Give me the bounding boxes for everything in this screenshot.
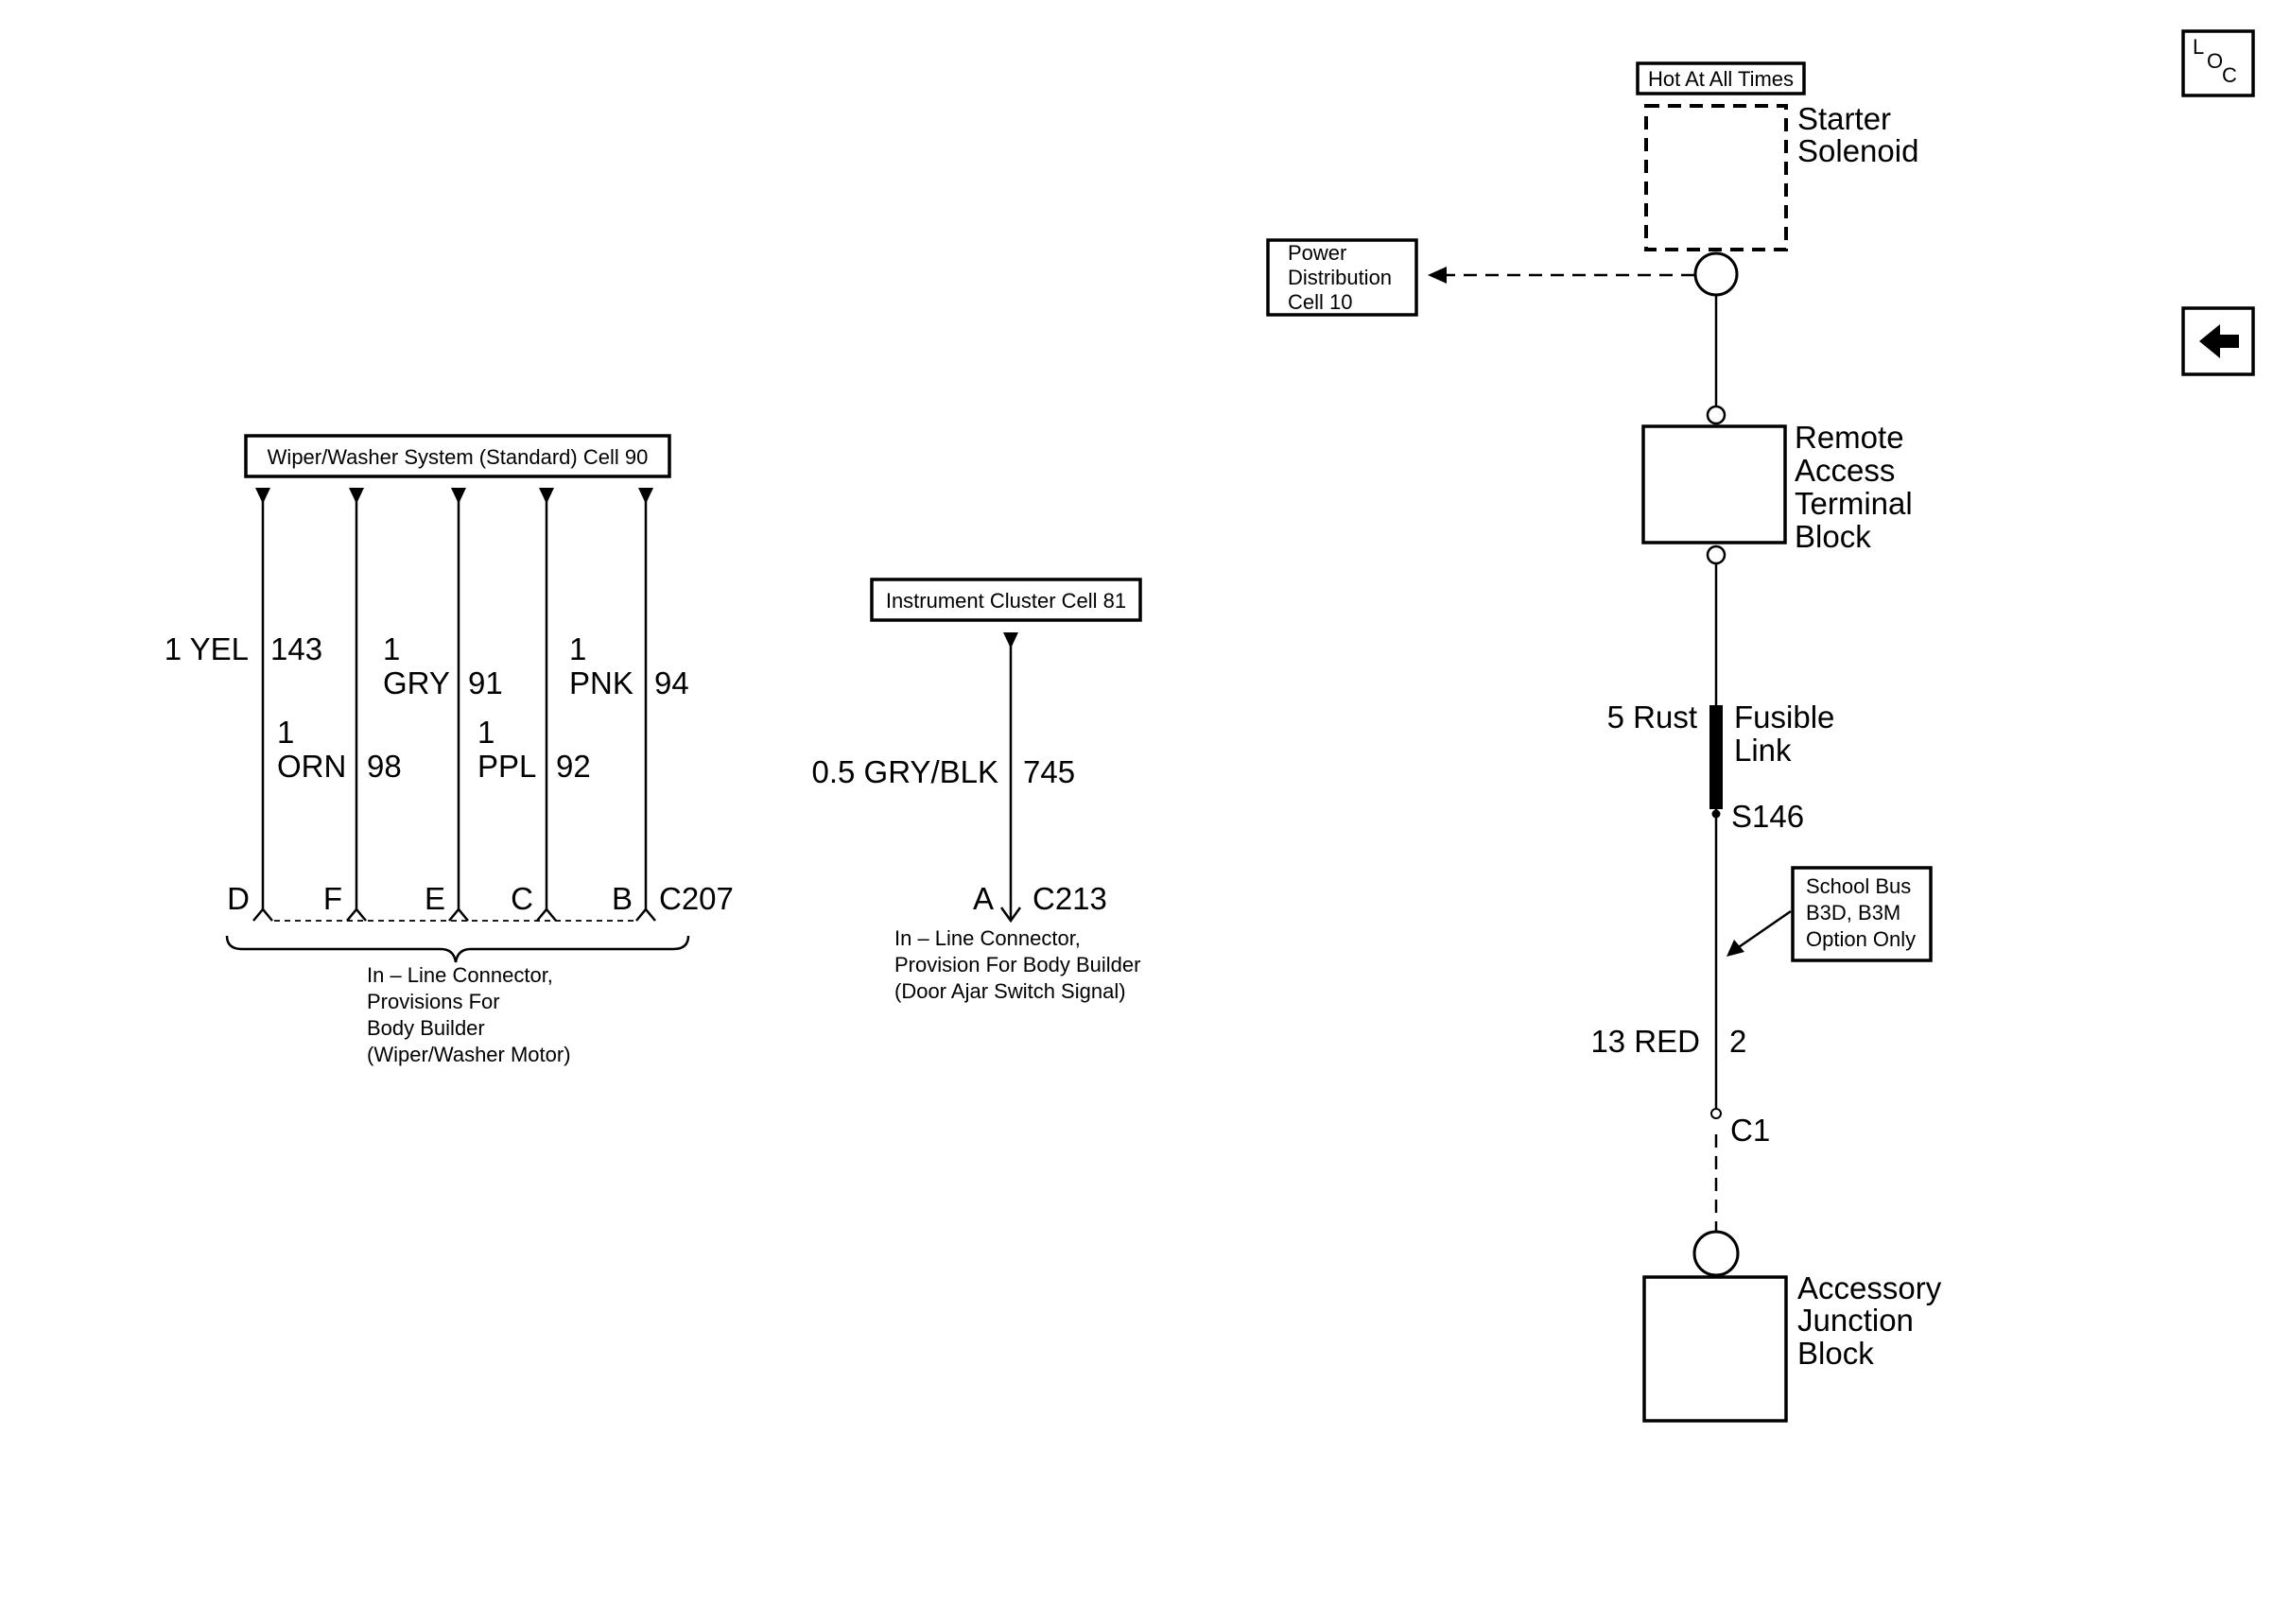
pin-e: E xyxy=(425,881,445,916)
wire-size-94: 1 xyxy=(569,631,586,666)
note-line: (Wiper/Washer Motor) xyxy=(367,1043,571,1066)
note-line: Body Builder xyxy=(367,1016,485,1040)
connector-pin-mark xyxy=(346,907,367,922)
wire-size-98: 1 xyxy=(277,715,294,750)
loc-letter-c: C xyxy=(2222,63,2237,87)
remote-label: Access xyxy=(1795,453,1895,488)
accessory-label: Junction xyxy=(1797,1303,1914,1338)
circuit-92: 92 xyxy=(556,749,591,784)
wire-arrow xyxy=(451,488,466,504)
wire-size-143: 1 YEL xyxy=(165,631,249,666)
wire-size-92: 1 xyxy=(477,715,495,750)
terminal-stud xyxy=(1706,544,1726,565)
remote-label: Remote xyxy=(1795,420,1904,455)
wire-arrow xyxy=(255,488,270,504)
battery-terminal xyxy=(1693,251,1739,297)
note-line: Provision For Body Builder xyxy=(894,953,1140,976)
wiper-header-label: Wiper/Washer System (Standard) Cell 90 xyxy=(268,445,649,469)
wiper-wires xyxy=(225,488,690,963)
accessory-terminal xyxy=(1692,1230,1740,1277)
connector-c1-pin xyxy=(1710,1108,1722,1119)
wire-color-94: PNK xyxy=(569,665,633,700)
fusible-link xyxy=(1709,705,1723,809)
fuse-wire-size: 5 Rust xyxy=(1607,700,1697,734)
terminal-stud xyxy=(1706,405,1726,425)
note-line: In – Line Connector, xyxy=(894,926,1081,950)
circuit-745: 745 xyxy=(1023,754,1075,789)
accessory-junction-block xyxy=(1642,1275,1788,1423)
pin-a: A xyxy=(973,881,994,916)
circuit-143: 143 xyxy=(270,631,322,666)
option-box xyxy=(1791,866,1933,962)
pin-d: D xyxy=(227,881,250,916)
connector-c207: C207 xyxy=(659,881,734,916)
accessory-label: Accessory xyxy=(1797,1270,1942,1305)
connector-pin-mark xyxy=(448,907,469,922)
note-line: (Door Ajar Switch Signal) xyxy=(894,979,1126,1003)
remote-label: Terminal xyxy=(1795,486,1913,521)
wire-arrow xyxy=(1003,632,1018,648)
circuit-94: 94 xyxy=(654,665,689,700)
starter-solenoid-box xyxy=(1644,104,1788,251)
pd-label: Power xyxy=(1288,241,1346,265)
splice-s146: S146 xyxy=(1731,799,1804,834)
wire-arrow xyxy=(638,488,653,504)
option-note: School Bus B3D, B3M Option Only xyxy=(1726,866,1933,962)
cluster-header-label: Instrument Cluster Cell 81 xyxy=(886,589,1126,613)
fuse-label: Fusible xyxy=(1734,700,1834,734)
wire-color-91: GRY xyxy=(383,665,450,700)
hot-at-all-times-label: Hot At All Times xyxy=(1648,67,1794,91)
wiper-connector-note: In – Line Connector, Provisions For Body… xyxy=(367,963,571,1066)
connector-brace xyxy=(225,935,690,963)
connector-arrow xyxy=(999,907,1022,924)
fuse-label: Link xyxy=(1734,733,1792,768)
loc-button[interactable]: L O C xyxy=(2181,29,2255,97)
circuit-2: 2 xyxy=(1729,1024,1746,1059)
connector-c1: C1 xyxy=(1730,1113,1770,1148)
accessory-label: Block xyxy=(1797,1336,1874,1371)
power-distribution-ref[interactable]: Power Distribution Cell 10 xyxy=(1266,238,1418,317)
pin-b: B xyxy=(612,881,633,916)
circuit-98: 98 xyxy=(367,749,402,784)
pd-label: Cell 10 xyxy=(1288,290,1352,314)
starter-label: Starter xyxy=(1797,101,1891,136)
option-label: School Bus xyxy=(1806,874,1911,898)
remote-access-terminal-block xyxy=(1641,424,1787,544)
wire-arrow xyxy=(349,488,364,504)
option-label: Option Only xyxy=(1806,927,1916,951)
note-line: In – Line Connector, xyxy=(367,963,553,987)
connector-pin-mark xyxy=(536,907,557,922)
wire-color-92: PPL xyxy=(477,749,536,784)
option-pointer xyxy=(1735,909,1792,951)
option-pointer-arrow xyxy=(1726,940,1744,957)
circuit-91: 91 xyxy=(468,665,503,700)
arrow-left-icon xyxy=(2199,324,2239,358)
connector-pin-mark xyxy=(252,907,273,922)
wire-size-91: 1 xyxy=(383,631,400,666)
wire-color-98: ORN xyxy=(277,749,346,784)
connector-c213: C213 xyxy=(1032,881,1107,916)
option-label: B3D, B3M xyxy=(1806,901,1900,924)
loc-letter-l: L xyxy=(2193,35,2204,59)
note-line: Provisions For xyxy=(367,990,500,1013)
pd-label: Distribution xyxy=(1288,266,1392,289)
connector-pin-mark xyxy=(635,907,656,922)
arrow-left-icon xyxy=(1428,267,1447,284)
cluster-cell-ref[interactable]: Instrument Cluster Cell 81 xyxy=(870,578,1142,622)
wire-size-red: 13 RED xyxy=(1590,1024,1700,1059)
pin-f: F xyxy=(323,881,342,916)
loc-letter-o: O xyxy=(2207,49,2223,73)
hot-at-all-times-badge xyxy=(1636,61,1806,95)
wiper-cell-ref[interactable]: Wiper/Washer System (Standard) Cell 90 xyxy=(244,434,671,478)
wire-arrow xyxy=(539,488,554,504)
cluster-connector-note: In – Line Connector, Provision For Body … xyxy=(894,926,1140,1003)
pin-c: C xyxy=(511,881,533,916)
back-button[interactable] xyxy=(2181,306,2255,376)
starter-label: Solenoid xyxy=(1797,133,1918,168)
remote-label: Block xyxy=(1795,519,1871,554)
wire-size-745: 0.5 GRY/BLK xyxy=(811,754,998,789)
